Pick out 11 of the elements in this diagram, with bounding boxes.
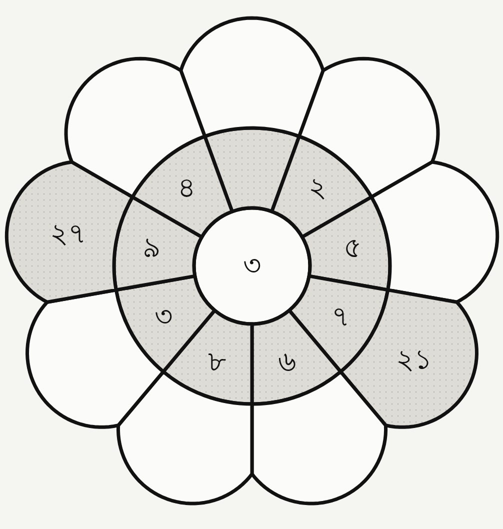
number-label: ৭ [331, 303, 350, 331]
number-label: ২১ [396, 346, 432, 374]
number-label: ৪ [177, 174, 196, 202]
number-label: ২ [308, 174, 327, 202]
number-label: ৮ [208, 348, 226, 376]
number-label: ৬ [278, 348, 296, 376]
number-label: ৩ [154, 303, 173, 331]
number-label: ৫ [343, 234, 362, 262]
number-label: ৯ [142, 234, 161, 262]
number-label: ২৭ [50, 220, 86, 248]
number-label: ৩ [243, 252, 261, 280]
